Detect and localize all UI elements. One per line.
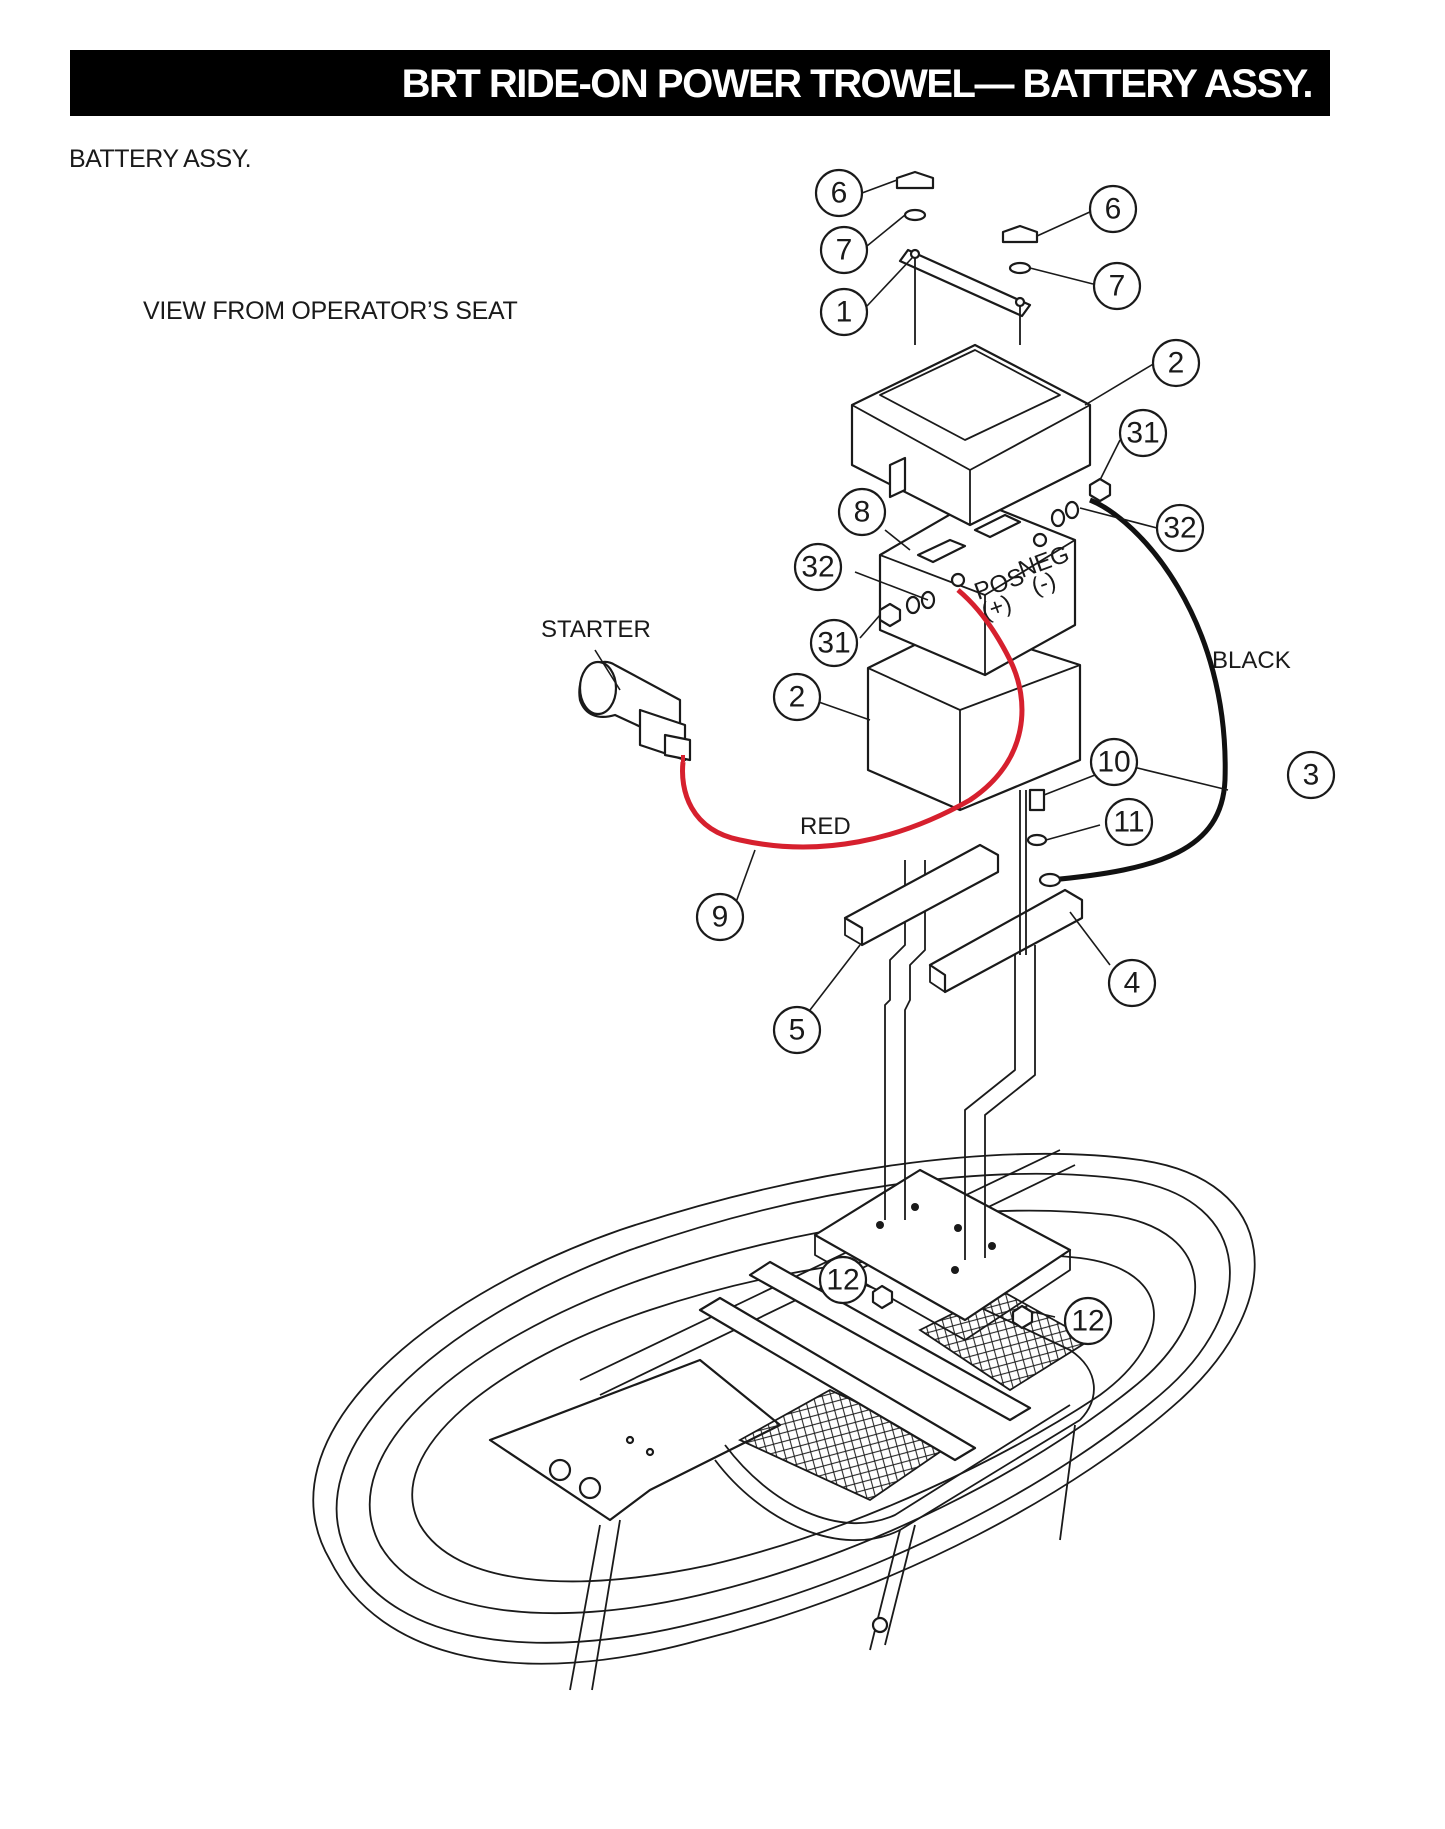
battery-brackets [843,790,1084,1260]
wing-nut-left [895,170,935,190]
outer-guard-ring [312,1152,1256,1665]
svg-text:32: 32 [801,551,834,584]
callout-c7b: 7 [1092,261,1142,311]
svg-text:31: 31 [817,627,850,660]
washer-left [903,208,927,222]
callout-c2a: 2 [1151,338,1201,388]
nut-neg [1088,477,1112,503]
ground-bolt [1028,788,1046,812]
callout-c31b: 31 [809,618,859,668]
left-mount-plate [488,1358,782,1522]
callout-c12b: 12 [1063,1296,1113,1346]
svg-text:2: 2 [789,681,806,714]
black-cable [1049,497,1228,883]
svg-text:1: 1 [836,296,853,329]
callout-c31a: 31 [1118,408,1168,458]
red-label: RED [800,813,851,840]
svg-text:10: 10 [1097,746,1130,779]
svg-text:7: 7 [1109,270,1126,303]
title-bar: BRT RIDE-ON POWER TROWEL— BATTERY ASSY. [70,50,1330,116]
callout-c2b: 2 [772,672,822,722]
wing-nut-right [1001,224,1039,244]
svg-text:6: 6 [831,177,848,210]
svg-text:12: 12 [1071,1305,1104,1338]
svg-text:3: 3 [1303,759,1320,792]
middle-guard-ring [368,1209,1196,1615]
battery-cover [850,343,1092,527]
callout-c1: 1 [819,287,869,337]
callout-c32b: 32 [793,542,843,592]
hold-down-bar [895,170,1039,345]
svg-text:6: 6 [1105,193,1122,226]
trowel-frame [312,1149,1256,1691]
washer-right [1008,261,1032,275]
svg-text:5: 5 [789,1014,806,1047]
nut-12-left [871,1284,894,1310]
callout-c4: 4 [1107,958,1157,1008]
outer-guard-ring-inner [335,1172,1231,1644]
page-title: BRT RIDE-ON POWER TROWEL— BATTERY ASSY. [401,62,1314,106]
svg-text:31: 31 [1126,417,1159,450]
starter-label: STARTER [541,616,651,643]
starter [578,660,692,762]
leader-lines [594,179,1229,1318]
callout-c10: 10 [1089,737,1139,787]
view-label: VIEW FROM OPERATOR’S SEAT [143,297,518,325]
strap-left [884,860,906,1220]
svg-text:32: 32 [1163,512,1196,545]
svg-text:8: 8 [854,496,871,529]
left-footrest-mesh [738,1388,952,1502]
nut-12-right [1011,1304,1034,1330]
callout-c9: 9 [695,892,745,942]
bracket-4 [928,888,1084,994]
callout-c6b: 6 [1088,184,1138,234]
section-label: BATTERY ASSY. [69,145,252,173]
red-cable [680,588,1025,850]
battery-box [866,498,1082,812]
nut-pos [878,602,902,628]
cover-top [850,343,1092,527]
svg-text:7: 7 [836,234,853,267]
strap-right [964,945,1016,1260]
callout-c7a: 7 [819,225,869,275]
callout-c32a: 32 [1155,503,1205,553]
svg-text:2: 2 [1168,347,1185,380]
bracket-5 [843,843,1000,947]
svg-text:4: 4 [1124,967,1141,1000]
svg-text:11: 11 [1113,806,1144,839]
callout-c11: 11 [1104,797,1154,847]
svg-text:9: 9 [712,901,729,934]
svg-text:12: 12 [826,1264,859,1297]
inner-guard-ring [411,1252,1155,1583]
callout-c3: 3 [1286,750,1336,800]
callout-c6a: 6 [814,168,864,218]
callout-c5: 5 [772,1005,822,1055]
callout-c8: 8 [837,487,887,537]
callout-c12a: 12 [818,1255,868,1305]
ground-lug [1038,872,1062,888]
black-label: BLACK [1212,647,1291,674]
